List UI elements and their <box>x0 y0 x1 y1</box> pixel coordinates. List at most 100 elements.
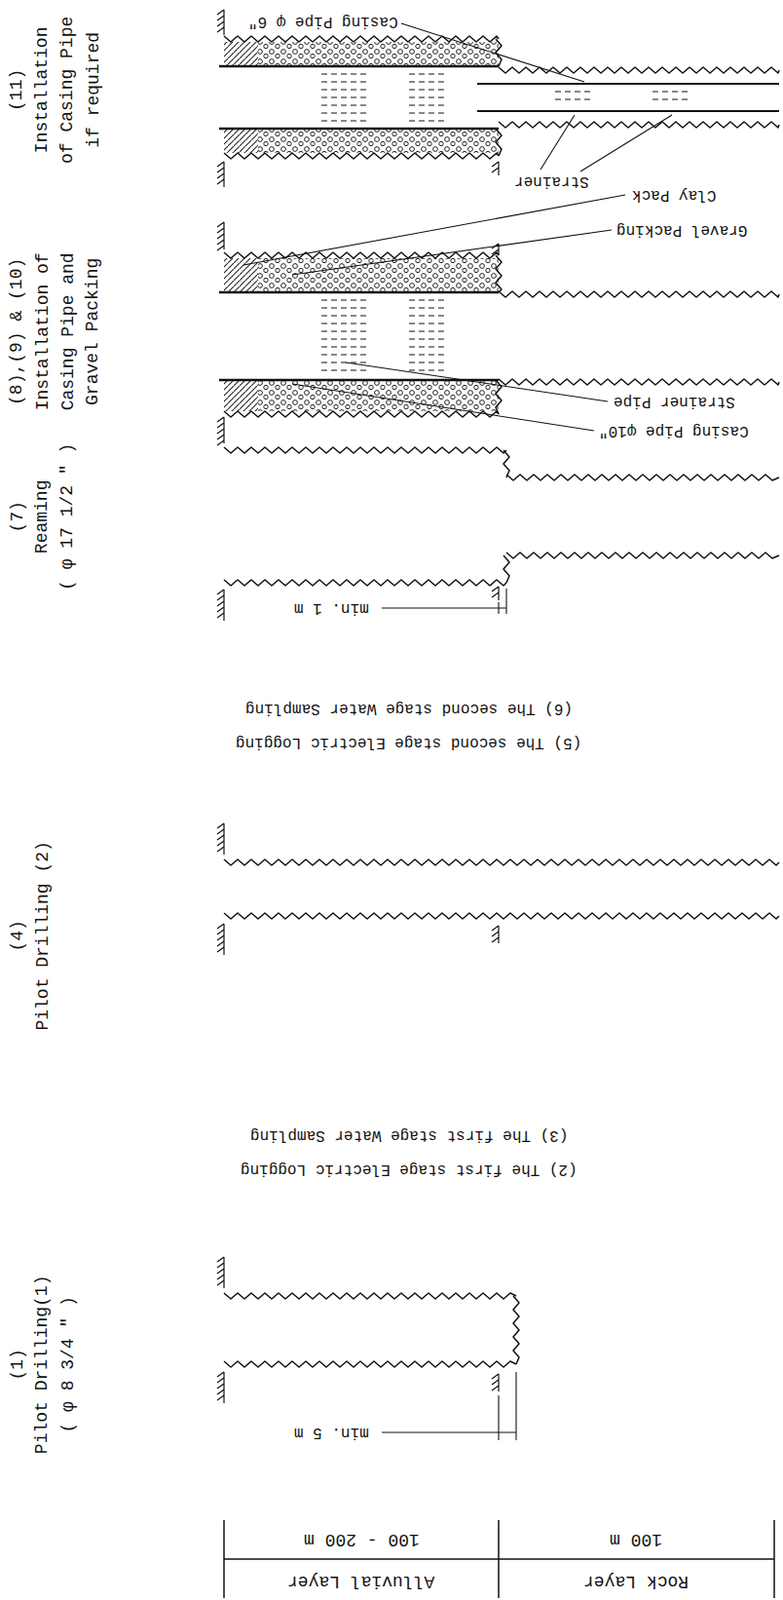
borehole-wall <box>223 912 780 919</box>
casing-pipe-10 <box>219 65 499 69</box>
borehole-wall <box>495 128 502 156</box>
part-label: Casing Pipe φ10" <box>598 421 749 440</box>
borehole-wall <box>506 552 780 559</box>
step-title: if required <box>83 32 105 149</box>
borehole-wall <box>498 291 780 298</box>
borehole-wall <box>513 1295 520 1364</box>
strainer-pipe <box>321 299 367 371</box>
ground-hatch <box>217 1256 224 1288</box>
borehole-wall <box>223 858 780 865</box>
ground-hatch <box>491 1373 499 1391</box>
casing-pipe-10 <box>219 291 499 295</box>
ground-hatch <box>491 586 499 600</box>
ground-hatch <box>217 589 224 621</box>
step-number: (8),(9) & (10) <box>7 257 29 405</box>
axis-tick <box>497 1519 500 1598</box>
ground-hatch <box>217 9 224 36</box>
step-title: Pilot Drilling(1) <box>33 1273 54 1454</box>
strainer-pipe <box>555 91 591 100</box>
layer-label: 100 - 200 m <box>303 1528 420 1549</box>
clay-pack <box>223 379 259 411</box>
step-title: Installation <box>33 26 54 153</box>
part-label: Clay Pack <box>632 186 716 204</box>
borehole-wall <box>495 255 502 293</box>
dimension-line <box>515 1371 517 1440</box>
step-title: Reaming <box>33 479 54 554</box>
layer-label: 100 m <box>609 1528 663 1549</box>
leader-line <box>292 383 595 431</box>
step-title: ( φ 17 1/2 " ) <box>58 442 79 590</box>
strainer-pipe <box>321 74 367 121</box>
borehole-wall <box>498 121 780 128</box>
ground-hatch <box>217 822 224 855</box>
step-note: (5) The second stage Electric Logging <box>235 733 582 751</box>
clay-pack <box>223 128 259 153</box>
leader-line <box>401 23 585 82</box>
step-title: of Casing Pipe <box>58 15 79 163</box>
step-title: Installation of <box>33 252 54 411</box>
dimension-line <box>497 1394 499 1440</box>
ground-hatch <box>217 161 224 187</box>
borehole-wall <box>503 555 510 583</box>
layer-label: Alluvial Layer <box>287 1569 435 1591</box>
leader-line <box>580 114 672 172</box>
dimension-label: min. 5 m <box>294 1422 370 1441</box>
ground-hatch <box>491 161 499 176</box>
leader-line <box>345 362 608 402</box>
gravel-packing <box>258 128 499 153</box>
borehole-wall <box>498 378 780 385</box>
casing-pipe-10 <box>219 127 499 131</box>
ground-hatch <box>217 1371 224 1403</box>
step-title: Pilot Drilling (2) <box>33 840 54 1030</box>
strainer-pipe <box>409 299 445 371</box>
dimension-line <box>381 606 507 608</box>
borehole-wall <box>223 410 499 417</box>
step-number: (4) <box>7 919 29 951</box>
borehole-wall <box>495 38 502 67</box>
borehole-wall <box>223 252 499 259</box>
borehole-wall <box>506 474 780 481</box>
step-title: ( φ 8 3/4 " ) <box>58 1295 79 1432</box>
borehole-wall <box>223 1360 517 1367</box>
casing-pipe-6 <box>477 110 780 112</box>
borehole-wall <box>223 1292 517 1299</box>
step-number: (1) <box>7 1347 29 1380</box>
step-note: (6) The second stage Water Sampling <box>245 699 573 717</box>
gravel-packing <box>258 41 499 67</box>
casing-pipe-6 <box>477 82 780 85</box>
strainer-pipe <box>652 91 688 100</box>
dimension-line <box>505 588 507 614</box>
ground-hatch <box>491 243 499 256</box>
axis-tick <box>773 1519 776 1598</box>
step-note: (3) The first stage Water Sampling <box>250 1125 568 1144</box>
part-label: Gravel Packing <box>616 221 747 239</box>
axis-tick <box>223 1519 225 1598</box>
part-label: Strainer Pipe <box>613 392 736 411</box>
ground-hatch <box>217 222 224 251</box>
borehole-wall <box>223 447 507 453</box>
dimension-line <box>381 1430 517 1432</box>
borehole-wall <box>223 579 507 586</box>
ground-hatch <box>491 925 499 943</box>
leader-line <box>540 114 575 170</box>
clay-pack <box>223 41 259 67</box>
dimension-label: min. 1 m <box>294 598 370 617</box>
part-label: Strainer <box>514 172 590 190</box>
ground-hatch <box>217 923 224 955</box>
step-title: Gravel Packing <box>83 257 105 405</box>
step-title: Casing Pipe and <box>58 252 79 411</box>
borehole-wall <box>503 449 510 478</box>
strainer-pipe <box>409 74 445 121</box>
step-note: (2) The first stage Electric Logging <box>240 1159 578 1178</box>
part-label: Casing Pipe φ 6" <box>248 12 399 31</box>
leader-line <box>292 229 612 275</box>
borehole-wall <box>223 152 499 159</box>
step-number: (11) <box>7 68 29 111</box>
gravel-packing <box>258 258 499 293</box>
step-number: (7) <box>7 500 29 532</box>
ground-hatch <box>217 416 224 446</box>
layer-label: Rock Layer <box>583 1569 689 1591</box>
